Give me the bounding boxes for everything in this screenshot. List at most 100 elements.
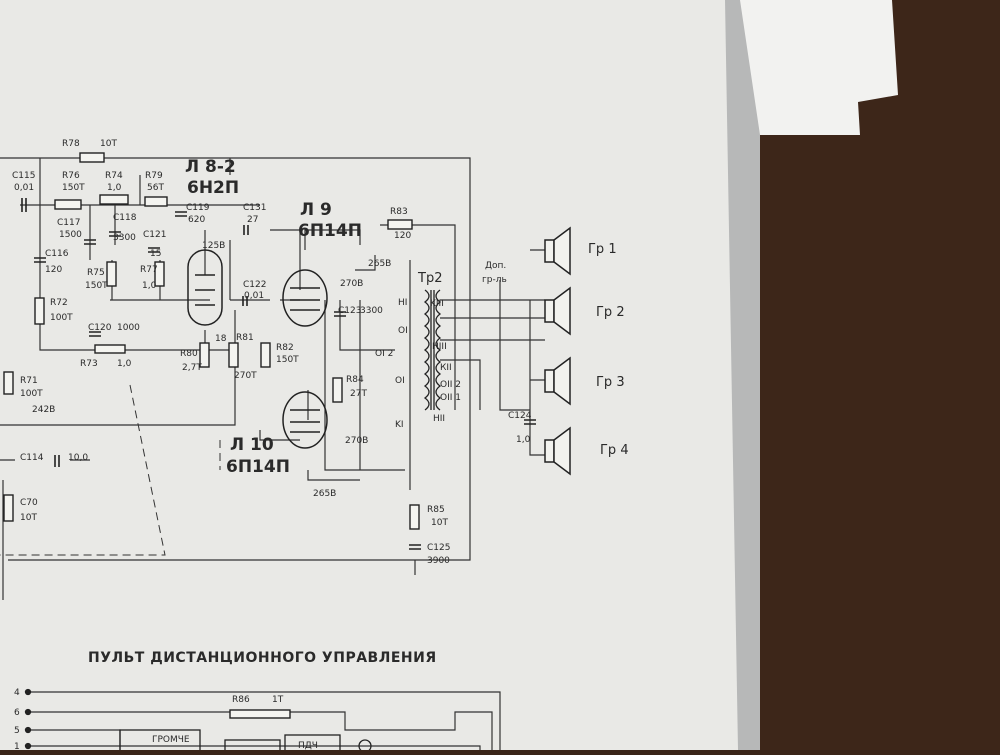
c118-value: 3300 <box>113 233 136 243</box>
winding-k2: КII <box>440 363 452 373</box>
c114-value: 10,0 <box>68 453 88 463</box>
r84-label: R84 <box>346 375 364 385</box>
r86-value: 1Т <box>272 695 284 705</box>
r85-value: 10Т <box>431 518 448 528</box>
speaker-1-icon <box>544 226 571 276</box>
paper-corner <box>740 0 898 135</box>
c70-value: 10Т <box>20 513 37 523</box>
r79-value: 56Т <box>147 183 164 193</box>
r72-value: 100Т <box>50 313 73 323</box>
winding-k3: KIII <box>430 299 444 309</box>
remote-pin-5: 5 <box>14 726 20 736</box>
remote-pin-4: 4 <box>14 688 20 698</box>
voltage-265b: 265В <box>313 489 336 499</box>
c125-label: C125 <box>427 543 450 553</box>
c119-label: C119 <box>186 203 210 213</box>
speaker-2-icon <box>544 286 571 336</box>
c116-value: 120 <box>45 265 62 275</box>
l10-type: 6П14П <box>226 457 290 477</box>
r72-label: R72 <box>50 298 68 308</box>
transformer-label: Тр2 <box>417 271 442 286</box>
c115-label: C115 <box>12 171 35 181</box>
r83-value: 120 <box>394 231 411 241</box>
extra-speaker-label-2: гр-ль <box>482 275 507 285</box>
r76-value: 150Т <box>62 183 85 193</box>
c120-value: 1000 <box>117 323 140 333</box>
speaker-2-label: Гр 2 <box>596 305 625 320</box>
c124-value: 1,0 <box>516 435 531 445</box>
voltage-125: 125В <box>202 241 225 251</box>
c125-value: 3900 <box>427 556 450 566</box>
speaker-3-icon <box>544 356 571 406</box>
resistors <box>3 152 420 719</box>
r71-label: R71 <box>20 376 38 386</box>
paper-sheet <box>0 0 738 750</box>
c118-label: C118 <box>113 213 137 223</box>
remote-pin-1: 1 <box>14 742 20 750</box>
c115-value: 0,01 <box>14 183 34 193</box>
winding-o12: ОI 2 <box>375 349 393 359</box>
l9-label: Л 9 <box>300 200 332 220</box>
c124-label: C124 <box>508 411 532 421</box>
c121-value: 15 <box>150 249 161 259</box>
speaker-1-label: Гр 1 <box>588 242 617 257</box>
r82-value: 150Т <box>276 355 299 365</box>
r78-label: R78 <box>62 139 80 149</box>
remote-volume-box <box>119 729 201 755</box>
winding-o1: OI <box>398 326 408 336</box>
r75-value: 150Т <box>85 281 108 291</box>
transformer-glyph <box>423 289 442 411</box>
remote-volume-label: ГРОМЧЕ <box>152 735 190 745</box>
c131-label: C131 <box>243 203 266 213</box>
r77-label: R77 <box>140 265 158 275</box>
tube-l8-envelope <box>187 249 223 326</box>
r74-value: 1,0 <box>107 183 122 193</box>
voltage-265a: 265В <box>368 259 391 269</box>
speakers-glyphs <box>544 226 571 476</box>
winding-o22: ОII 2 <box>440 380 461 390</box>
remote-pdch-label: ПДЧ <box>298 741 318 750</box>
c70-label: C70 <box>20 498 38 508</box>
r85-label: R85 <box>427 505 445 515</box>
l8-label: Л 8-2 <box>185 157 236 177</box>
capacitors <box>21 198 536 550</box>
c114-label: C114 <box>20 453 44 463</box>
tube-l9-envelope <box>282 269 328 327</box>
c123-label: C123 <box>338 306 361 316</box>
winding-k1: KI <box>395 420 404 430</box>
c120-label: C120 <box>88 323 112 333</box>
r82-label: R82 <box>276 343 294 353</box>
control-link <box>0 384 221 556</box>
extra-speaker-label-1: Доп. <box>485 261 506 271</box>
r77-value: 1,0 <box>142 281 157 291</box>
remote-pdch-box <box>284 734 341 755</box>
speaker-3-label: Гр 3 <box>596 375 625 390</box>
c117-label: C117 <box>57 218 80 228</box>
l9-type: 6П14П <box>298 221 362 241</box>
r81-label: R81 <box>236 333 254 343</box>
r75-label: R75 <box>87 268 105 278</box>
r80-value: 2,7Т <box>182 363 202 373</box>
c122-value: 0,01 <box>244 291 264 301</box>
c117-value: 1500 <box>59 230 82 240</box>
r78-value: 10Т <box>100 139 117 149</box>
remote-pin-6: 6 <box>14 708 20 718</box>
voltage-242: 242В <box>32 405 55 415</box>
c122-label: C122 <box>243 280 266 290</box>
c116-label: C116 <box>45 249 69 259</box>
r73-value: 1,0 <box>117 359 132 369</box>
winding-h1: НI <box>398 298 407 308</box>
c131-value: 27 <box>247 215 258 225</box>
c119-value: 620 <box>188 215 205 225</box>
remote-title: ПУЛЬТ ДИСТАНЦИОННОГО УПРАВЛЕНИЯ <box>88 650 437 666</box>
speaker-4-icon <box>544 426 571 476</box>
voltage-270b: 270В <box>345 436 368 446</box>
r73-label: R73 <box>80 359 98 369</box>
voltage-18: 18 <box>215 334 227 344</box>
r71-value: 100Т <box>20 389 43 399</box>
r74-label: R74 <box>105 171 123 181</box>
speaker-4-label: Гр 4 <box>600 443 629 458</box>
r86-label: R86 <box>232 695 250 705</box>
r76-label: R76 <box>62 171 80 181</box>
